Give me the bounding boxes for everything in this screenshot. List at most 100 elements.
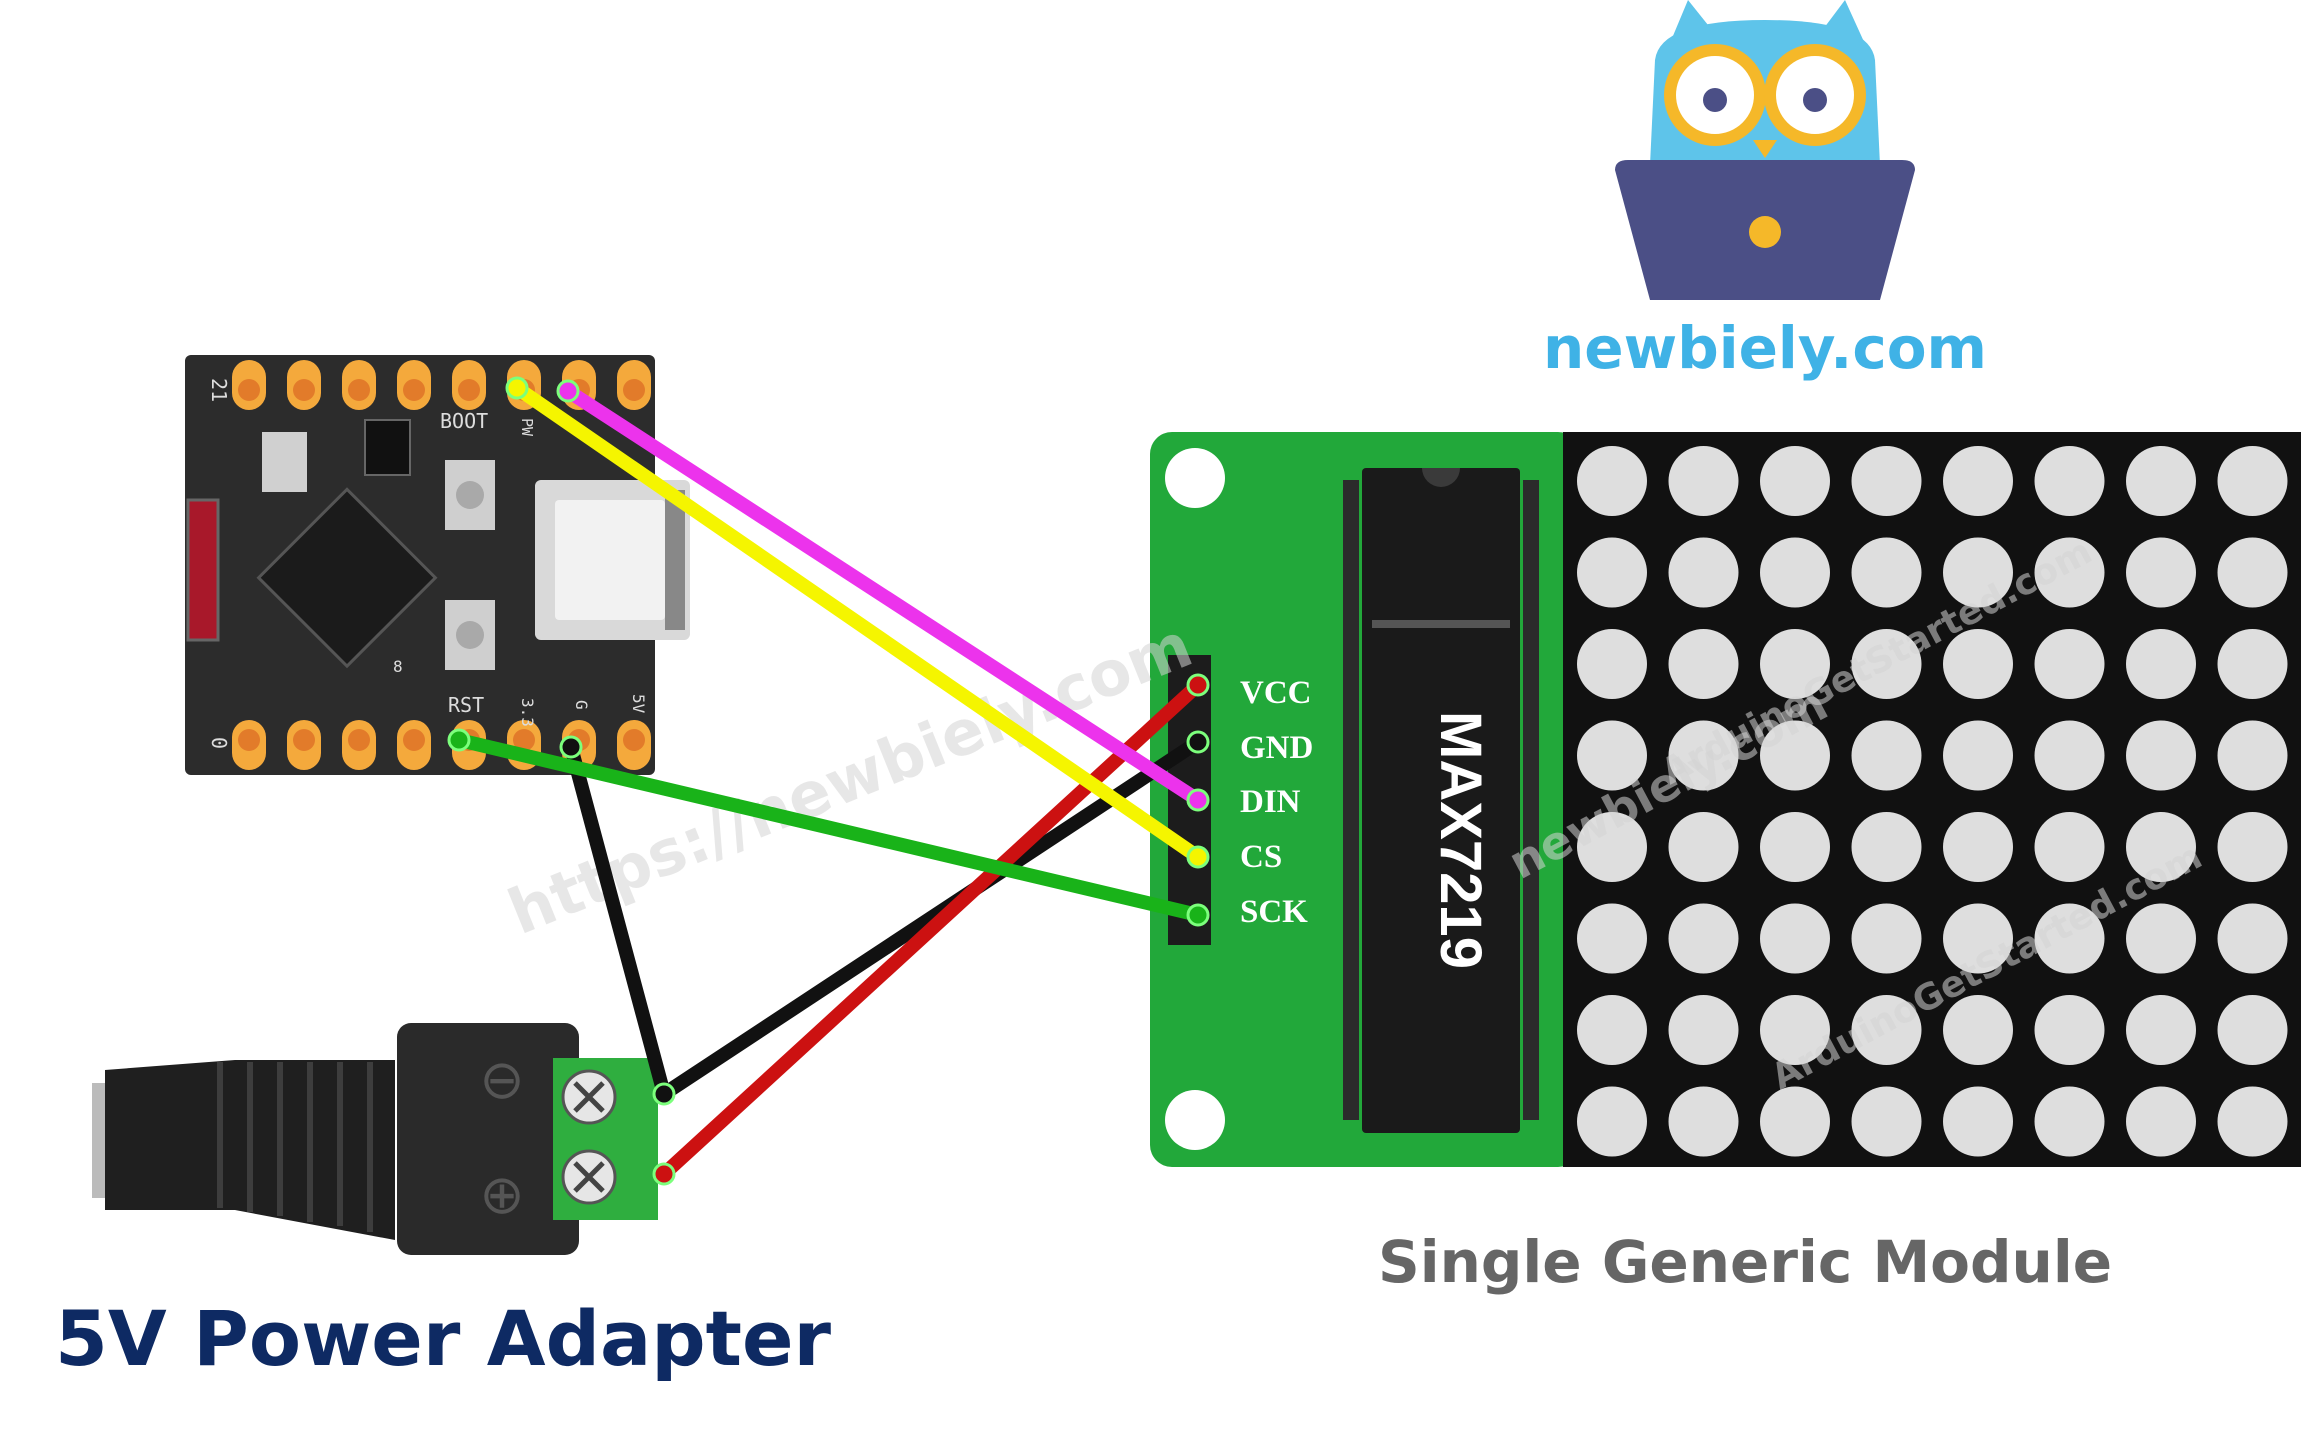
led-dot [1760, 1086, 1830, 1157]
led-dot [2217, 720, 2288, 791]
led-dot [2034, 995, 2105, 1065]
led-dot [2217, 629, 2288, 699]
led-dot [2034, 903, 2105, 974]
led-dot [1760, 720, 1830, 791]
led-dot [1851, 446, 1922, 516]
led-dot [1851, 903, 1922, 974]
module-caption: Single Generic Module [1378, 1228, 2112, 1296]
led-dot [1851, 812, 1922, 882]
led-dot [1668, 995, 1739, 1065]
led-dot [2126, 995, 2196, 1065]
chip-label: MAX7219 [1428, 711, 1493, 969]
led-dot [1760, 812, 1830, 882]
max7219-module: MAX7219 VCC GND DIN CS SCK Single Generi… [1150, 432, 2301, 1296]
led-dot [2217, 995, 2288, 1065]
terminal-screw-minus [561, 1069, 617, 1125]
led-dot [2217, 812, 2288, 882]
led-dot [2034, 1086, 2105, 1157]
pin-label-gnd: GND [1240, 730, 1313, 766]
led-dot [1668, 812, 1739, 882]
mcu-chip [256, 487, 438, 669]
led-dot [2126, 720, 2196, 791]
pin-label-pw: PW [518, 418, 536, 437]
led-dot [2126, 537, 2196, 608]
led-dot [1577, 812, 1647, 882]
mount-hole-bottom [1165, 1090, 1225, 1150]
module-pin-labels: VCC GND DIN CS SCK [1240, 675, 1313, 930]
wire-endpoints [447, 376, 1210, 1186]
led-dot [1577, 446, 1647, 516]
ic-socket-pads [1343, 480, 1539, 1120]
led-dot [2217, 903, 2288, 974]
max7219-chip [1362, 468, 1520, 1133]
led-dot [2217, 446, 2288, 516]
led-dot [2126, 812, 2196, 882]
pin-label-din: DIN [1240, 784, 1301, 820]
led-dot [2034, 720, 2105, 791]
led-dot [1668, 720, 1739, 791]
led-dot [1943, 812, 2013, 882]
plus-symbol: ⊕ [479, 1163, 524, 1226]
led-dot [1851, 537, 1922, 608]
led-dot [2034, 446, 2105, 516]
wires [447, 376, 1210, 1186]
pin-label-21: 21 [207, 378, 231, 402]
led-dot [1760, 537, 1830, 608]
led-dot [1577, 903, 1647, 974]
led-dot [1943, 629, 2013, 699]
wire-red-vcc [657, 678, 1205, 1181]
led-dot [1943, 995, 2013, 1065]
newbiely-logo[interactable]: newbiely.com [1543, 0, 1987, 382]
pin-label-cs: CS [1240, 839, 1282, 875]
terminal-screw-plus [561, 1149, 617, 1205]
owl-icon [1650, 0, 1880, 165]
led-dot [2034, 629, 2105, 699]
pin-label-rst: RST [448, 693, 484, 717]
mount-hole-top [1165, 448, 1225, 508]
led-dot [1668, 629, 1739, 699]
adapter-caption: 5V Power Adapter [55, 1294, 832, 1383]
led-dot [2126, 903, 2196, 974]
led-dot [1851, 720, 1922, 791]
led-dot [1943, 537, 2013, 608]
led-dot [1943, 446, 2013, 516]
laptop-icon [1615, 160, 1915, 300]
led-dot [1760, 446, 1830, 516]
wire-yellow-cs [510, 381, 1205, 864]
pin-label-0: 0 [207, 737, 231, 749]
led-dot [1577, 1086, 1647, 1157]
led-dot [1851, 995, 1922, 1065]
led-dot [1943, 903, 2013, 974]
led-dot [2126, 629, 2196, 699]
pin-label-vcc: VCC [1240, 675, 1312, 711]
led-dot [1577, 537, 1647, 608]
led-dot [2217, 1086, 2288, 1157]
led-dot [1760, 995, 1830, 1065]
pin-label-5v: 5V [629, 694, 648, 714]
pin-label-boot: BOOT [440, 409, 488, 433]
wire-magenta-din [561, 384, 1205, 807]
led-dot [1943, 720, 2013, 791]
led-dot [2217, 537, 2288, 608]
wire-black-gnd-board [564, 740, 671, 1101]
led-dot [1668, 903, 1739, 974]
led-dot [1851, 629, 1922, 699]
led-dot [1668, 1086, 1739, 1157]
led-dot [2034, 812, 2105, 882]
led-dot [1760, 629, 1830, 699]
led-dot [2034, 537, 2105, 608]
led-dot [1851, 1086, 1922, 1157]
led-dot [1577, 629, 1647, 699]
led-dot [1577, 720, 1647, 791]
pin-label-3v3: 3.3 [518, 698, 537, 727]
led-dot [1668, 446, 1739, 516]
led-matrix [1577, 446, 2288, 1157]
led-dot [1668, 537, 1739, 608]
led-dot [1760, 903, 1830, 974]
led-dot [1943, 1086, 2013, 1157]
led-dot [2126, 446, 2196, 516]
pin-label-g: G [572, 700, 591, 710]
led-dot [1577, 995, 1647, 1065]
logo-text: newbiely.com [1543, 314, 1987, 382]
